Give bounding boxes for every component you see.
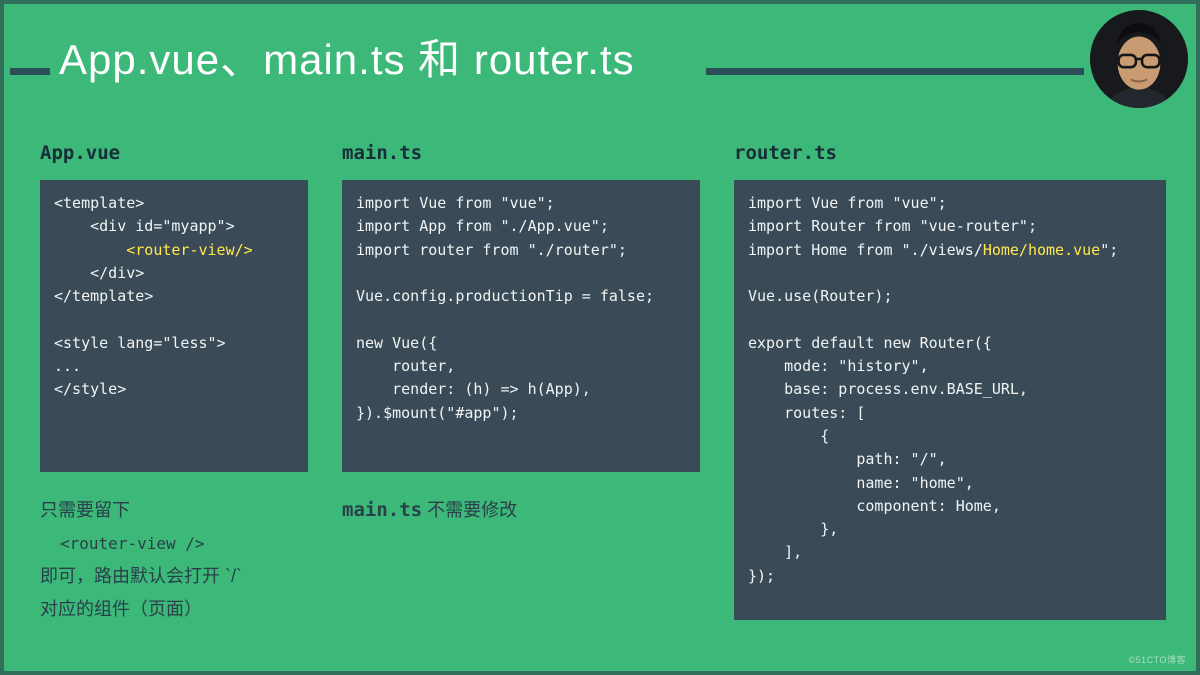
code-line: import Vue from "vue";: [356, 192, 686, 215]
code-line: export default new Router({: [748, 332, 1152, 355]
code-text: ";: [1100, 240, 1119, 259]
code-line: {: [748, 425, 1152, 448]
code-line: name: "home",: [748, 472, 1152, 495]
code-text: import Home from "./views/: [748, 240, 983, 259]
code-line: routes: [: [748, 402, 1152, 425]
avatar: [1090, 10, 1188, 108]
code-text: export default new Router({: [748, 333, 992, 352]
code-text: [54, 241, 126, 259]
note-text: 对应的组件（页面）: [40, 599, 202, 619]
column-router-ts: router.ts import Vue from "vue"; import R…: [734, 142, 1166, 642]
code-line: </div>: [54, 262, 294, 285]
code-line: });: [748, 565, 1152, 588]
notes-main-ts: main.ts 不需要修改: [342, 494, 700, 527]
code-text: import Router from "vue-router";: [748, 217, 1037, 236]
watermark: ©51CTO博客: [1128, 655, 1186, 665]
code-text: router,: [356, 357, 456, 376]
code-text: <template>: [54, 194, 145, 212]
code-line: </style>: [54, 378, 294, 401]
note-text: 只需要留下: [40, 500, 130, 520]
code-line: ],: [748, 541, 1152, 564]
code-text: </style>: [54, 380, 127, 399]
column-heading: App.vue: [40, 142, 121, 164]
code-line: import App from "./App.vue";: [356, 215, 686, 238]
title-rule-right: [706, 68, 1084, 75]
code-line: </template>: [54, 285, 294, 308]
code-line: Vue.config.productionTip = false;: [356, 285, 686, 308]
code-text: path: "/",: [748, 450, 947, 469]
avatar-face-illustration: [1090, 10, 1188, 108]
note-line: <router-view />: [40, 527, 308, 560]
code-text: </template>: [54, 287, 154, 306]
code-line: import Vue from "vue";: [748, 192, 1152, 215]
code-line: <router-view/>: [54, 239, 294, 262]
code-text: </div>: [54, 263, 145, 282]
code-text: name: "home",: [748, 473, 974, 492]
code-block-main-ts: import Vue from "vue"; import App from ".…: [342, 180, 700, 472]
code-text: import Vue from "vue";: [748, 194, 947, 212]
code-text: <style lang="less">: [54, 333, 226, 352]
note-line: 即可，路由默认会打开 `/`: [40, 560, 308, 593]
code-text: }).$mount("#app");: [356, 403, 519, 422]
column-main-ts: main.ts import Vue from "vue"; import App…: [342, 142, 700, 527]
code-line: router,: [356, 355, 686, 378]
code-text: mode: "history",: [748, 357, 929, 376]
code-line: }).$mount("#app");: [356, 402, 686, 425]
code-text: import router from "./router";: [356, 240, 627, 259]
code-line: import Router from "vue-router";: [748, 215, 1152, 238]
code-line: <template>: [54, 192, 294, 215]
code-text: component: Home,: [748, 496, 1001, 515]
code-line: import router from "./router";: [356, 239, 686, 262]
code-block-router-ts: import Vue from "vue"; import Router from…: [734, 180, 1166, 620]
column-heading: main.ts: [342, 142, 423, 164]
code-line: },: [748, 518, 1152, 541]
code-line: [54, 308, 294, 331]
code-line: path: "/",: [748, 448, 1152, 471]
note-text: <router-view />: [60, 534, 205, 553]
note-text: main.ts: [342, 499, 423, 521]
note-line: 只需要留下: [40, 494, 308, 527]
code-line: [356, 308, 686, 331]
code-text: },: [748, 520, 839, 539]
code-line: <style lang="less">: [54, 332, 294, 355]
code-text: routes: [: [748, 403, 866, 422]
code-line: component: Home,: [748, 495, 1152, 518]
note-text: [40, 533, 60, 553]
page-title: App.vue、main.ts 和 router.ts: [59, 36, 635, 83]
code-text: import App from "./App.vue";: [356, 217, 609, 236]
code-text: base: process.env.BASE_URL,: [748, 380, 1028, 399]
code-text: new Vue({: [356, 333, 438, 352]
code-line: import Home from "./views/Home/home.vue"…: [748, 239, 1152, 262]
code-text: Vue.config.productionTip = false;: [356, 287, 655, 306]
title-rule-left: [10, 68, 50, 75]
notes-app-vue: 只需要留下 <router-view /> 即可，路由默认会打开 `/` 对应的组件…: [40, 494, 308, 626]
code-line: ...: [54, 355, 294, 378]
note-line: 对应的组件（页面）: [40, 593, 308, 626]
code-line: [748, 308, 1152, 331]
code-text: Vue.use(Router);: [748, 287, 893, 306]
code-text: render: (h) => h(App),: [356, 380, 591, 399]
code-text: ],: [748, 543, 803, 562]
code-line: <div id="myapp">: [54, 215, 294, 238]
code-line: [356, 262, 686, 285]
highlighted-code: Home/home.vue: [982, 240, 1101, 259]
column-heading: router.ts: [734, 142, 837, 164]
code-text: });: [748, 566, 776, 585]
code-text: import Vue from "vue";: [356, 194, 555, 212]
code-line: base: process.env.BASE_URL,: [748, 378, 1152, 401]
code-line: Vue.use(Router);: [748, 285, 1152, 308]
code-text: {: [748, 426, 830, 445]
note-text: 即可，路由默认会打开 `/`: [40, 566, 242, 586]
code-text: <div id="myapp">: [54, 217, 235, 236]
column-app-vue: App.vue <template> <div id="myapp"> <rou…: [40, 142, 308, 626]
highlighted-code: <router-view/>: [126, 240, 253, 259]
note-line: main.ts 不需要修改: [342, 494, 700, 527]
code-text: ...: [54, 357, 82, 376]
code-line: render: (h) => h(App),: [356, 378, 686, 401]
code-line: mode: "history",: [748, 355, 1152, 378]
code-line: new Vue({: [356, 332, 686, 355]
note-text: 不需要修改: [422, 500, 518, 520]
code-line: [748, 262, 1152, 285]
code-block-app-vue: <template> <div id="myapp"> <router-view…: [40, 180, 308, 472]
